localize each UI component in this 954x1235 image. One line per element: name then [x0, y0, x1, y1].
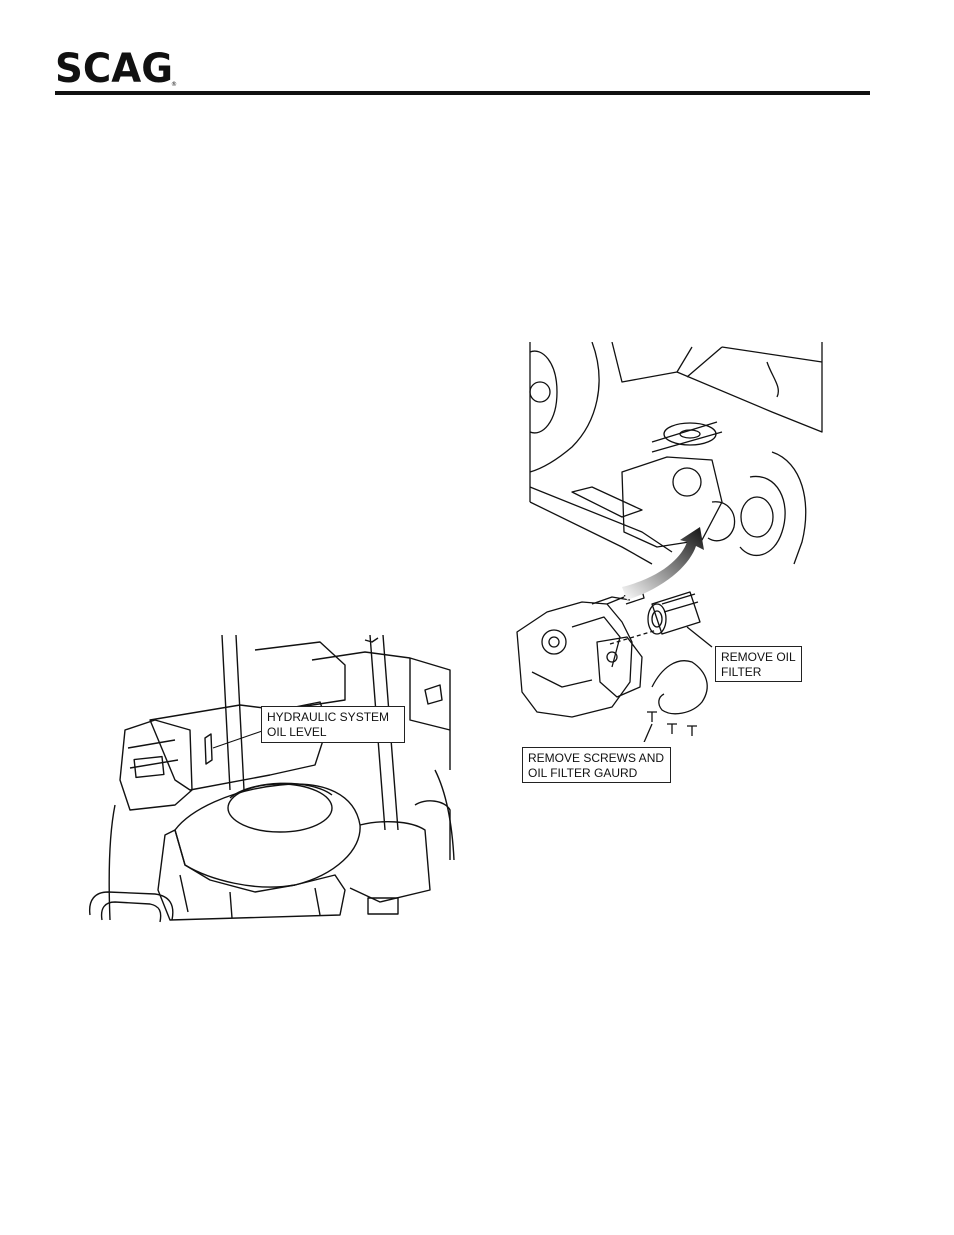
svg-text:®: ®	[171, 81, 177, 88]
header-rule	[55, 91, 870, 95]
hydraulic-oil-level-callout: HYDRAULIC SYSTEM OIL LEVEL	[261, 706, 405, 743]
callout-line-1: REMOVE OIL	[721, 650, 796, 664]
svg-text:SCAG: SCAG	[55, 46, 173, 88]
callout-line-2: OIL FILTER GAURD	[528, 766, 638, 780]
callout-line-1: HYDRAULIC SYSTEM	[267, 710, 390, 724]
callout-line-2: FILTER	[721, 665, 762, 679]
oil-filter-removal-illustration	[516, 342, 823, 742]
callout-line-2: OIL LEVEL	[267, 725, 327, 739]
remove-screws-callout: REMOVE SCREWS AND OIL FILTER GAURD	[522, 747, 671, 783]
hydraulic-oil-level-illustration	[88, 634, 455, 923]
scag-logo: SCAG ®	[55, 46, 177, 88]
remove-oil-filter-callout: REMOVE OIL FILTER	[715, 646, 802, 682]
callout-line-1: REMOVE SCREWS AND	[528, 751, 665, 765]
